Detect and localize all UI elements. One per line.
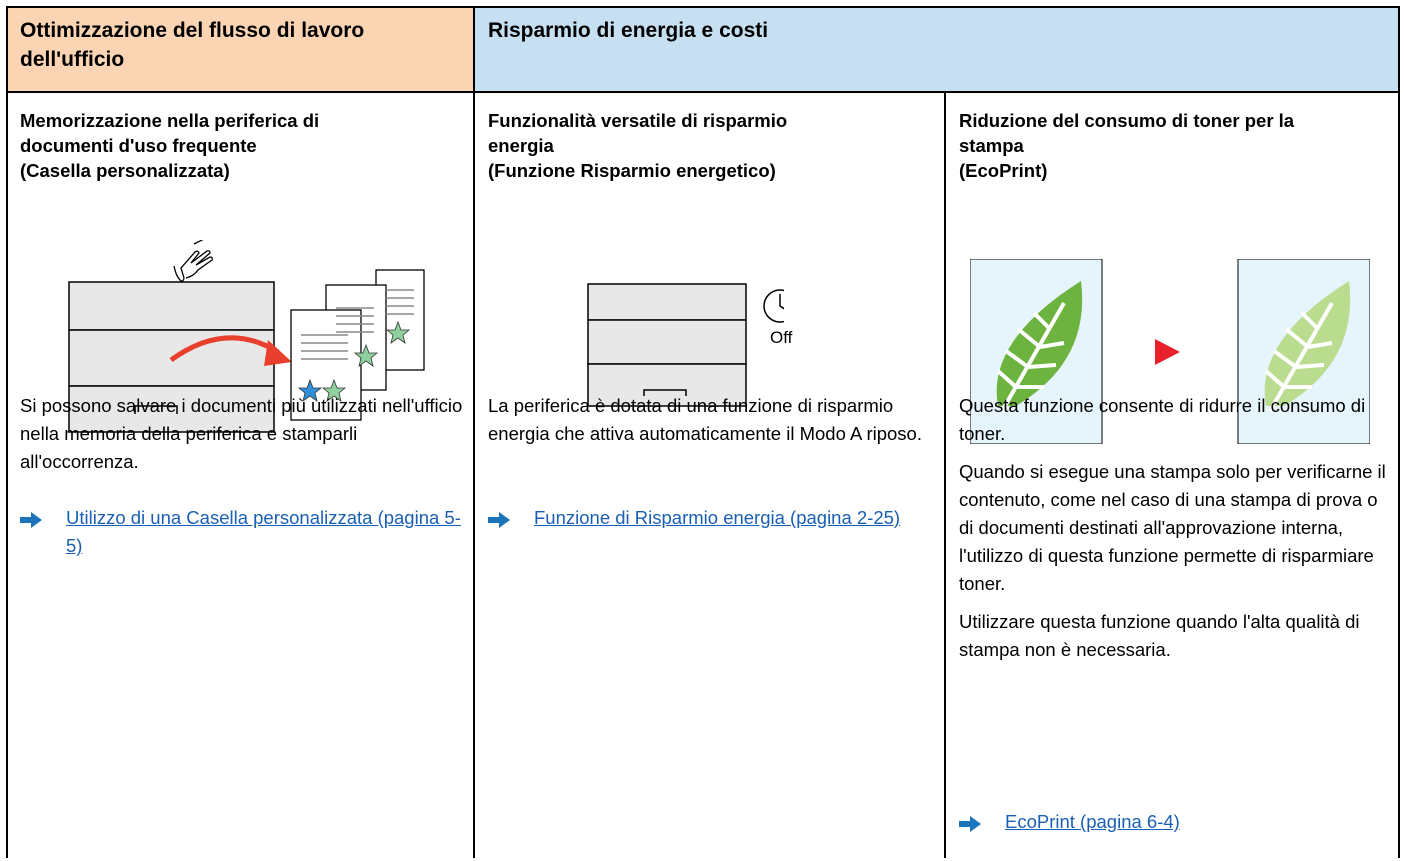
header-energy-label: Risparmio di energia e costi bbox=[488, 19, 769, 42]
paragraph: Quando si esegue una stampa solo per ver… bbox=[959, 461, 1386, 594]
link-energy-saver[interactable]: Funzione di Risparmio energia (pagina 2-… bbox=[534, 507, 901, 528]
header-office-label: Ottimizzazione del flusso di lavoro dell… bbox=[20, 19, 365, 71]
header-office-workflow: Ottimizzazione del flusso di lavoro dell… bbox=[6, 6, 474, 92]
paragraph: Utilizzare questa funzione quando l'alta… bbox=[959, 611, 1360, 660]
printer-documents-illustration bbox=[68, 240, 425, 433]
link-custom-box[interactable]: Utilizzo di una Casella personalizzata (… bbox=[66, 507, 461, 556]
column-title: Riduzione del consumo di toner per la st… bbox=[959, 110, 1295, 181]
arrow-right-icon bbox=[488, 512, 510, 528]
arrow-right-icon bbox=[959, 816, 981, 832]
column-description: Questa funzione consente di ridurre il c… bbox=[959, 392, 1390, 674]
table-header-divider bbox=[6, 91, 1400, 93]
arrow-right-icon bbox=[1155, 339, 1180, 365]
column-divider bbox=[473, 6, 475, 858]
printer-icon bbox=[68, 281, 275, 433]
link-ecoprint[interactable]: EcoPrint (pagina 6-4) bbox=[1005, 811, 1180, 832]
column-divider bbox=[944, 92, 946, 858]
column-title: Memorizzazione nella periferica di docum… bbox=[20, 110, 320, 181]
feature-table: Ottimizzazione del flusso di lavoro dell… bbox=[6, 6, 1400, 858]
column-description: Si possono salvare i documenti più utili… bbox=[20, 392, 464, 486]
table-border-top bbox=[6, 6, 1400, 8]
curved-arrow-icon bbox=[169, 335, 280, 363]
paragraph: Si possono salvare i documenti più utili… bbox=[20, 395, 463, 472]
column-ecoprint: Riduzione del consumo di toner per la st… bbox=[945, 92, 1400, 858]
reference-link-row: EcoPrint (pagina 6-4) bbox=[959, 808, 1392, 836]
reference-link-row: Utilizzo di una Casella personalizzata (… bbox=[20, 504, 466, 560]
star-icons bbox=[297, 320, 411, 402]
header-energy-saving: Risparmio di energia e costi bbox=[474, 6, 1400, 92]
table-border-right bbox=[1398, 6, 1400, 858]
leaf-dark-icon bbox=[996, 281, 1083, 412]
column-energy-saver: Funzionalità versatile di risparmio ener… bbox=[474, 92, 945, 858]
paragraph: Questa funzione consente di ridurre il c… bbox=[959, 395, 1366, 444]
hand-pointer-icon bbox=[173, 240, 213, 282]
column-description: La periferica è dotata di una funzione d… bbox=[488, 392, 935, 458]
document-stack-icon bbox=[290, 269, 425, 421]
reference-link-row: Funzione di Risparmio energia (pagina 2-… bbox=[488, 504, 937, 532]
printer-icon bbox=[587, 283, 747, 407]
table-border-left bbox=[6, 6, 8, 858]
arrow-right-icon bbox=[20, 512, 42, 528]
paragraph: La periferica è dotata di una funzione d… bbox=[488, 395, 922, 444]
printer-timer-illustration bbox=[587, 283, 784, 407]
column-title: Funzionalità versatile di risparmio ener… bbox=[488, 110, 788, 181]
leaf-light-icon bbox=[1264, 281, 1351, 412]
column-custom-box: Memorizzazione nella periferica di docum… bbox=[6, 92, 474, 858]
timer-off-label: Off bbox=[770, 328, 793, 347]
ecoprint-comparison-illustration bbox=[970, 259, 1370, 444]
clock-icon bbox=[763, 289, 784, 323]
